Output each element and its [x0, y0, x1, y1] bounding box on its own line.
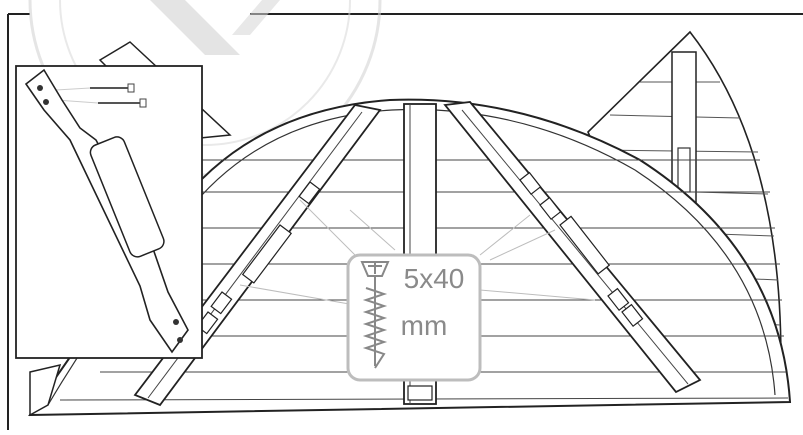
screw-icon — [360, 261, 390, 369]
drawing-frame — [7, 13, 803, 430]
screw-unit-label: mm — [400, 310, 448, 341]
screw-callout — [346, 253, 482, 382]
bracket-hole-bottom — [173, 319, 179, 325]
inset-screw-top — [90, 83, 135, 93]
inset-screw-bottom — [98, 98, 147, 108]
mounting-bracket — [24, 68, 189, 354]
bracket-hole-top — [37, 85, 43, 91]
bracket-hole-last — [177, 337, 183, 343]
bracket-grip — [89, 136, 165, 258]
callout-leaders — [239, 199, 596, 306]
screw-size-label: 5x40 — [403, 263, 465, 294]
lower-left-edge — [29, 363, 62, 417]
bracket-hole-second — [43, 99, 49, 105]
inset-detail — [15, 65, 203, 359]
right-brace — [443, 101, 702, 394]
